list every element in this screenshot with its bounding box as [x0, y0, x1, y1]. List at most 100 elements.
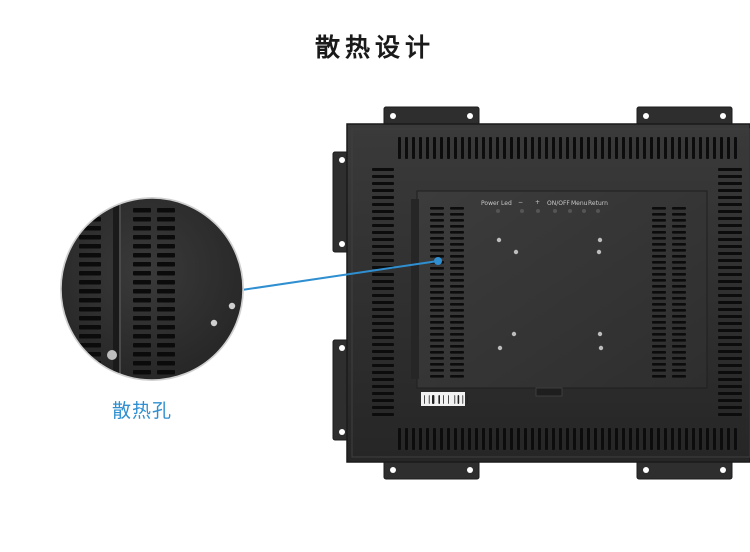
vent-slot [430, 321, 444, 324]
vent-slot [678, 428, 681, 450]
vent-slot [503, 137, 506, 159]
vent-slot [372, 252, 394, 255]
panel-buttons [496, 209, 600, 213]
vent-slot [440, 428, 443, 450]
vent-slot [133, 208, 151, 213]
vent-slot [450, 315, 464, 318]
vent-slot [718, 196, 742, 199]
vent-slot [580, 137, 583, 159]
vent-slot [594, 137, 597, 159]
vent-slot [448, 395, 449, 404]
vent-slot [372, 322, 394, 325]
vent-slot [438, 395, 440, 404]
vent-slot [372, 294, 394, 297]
vent-slot [133, 298, 151, 303]
connector-port [535, 387, 563, 397]
vent-slot [372, 301, 394, 304]
vent-slot [672, 303, 686, 306]
vent-slot [636, 137, 639, 159]
vent-slot [652, 225, 666, 228]
vent-slot [372, 413, 394, 416]
vent-slot [430, 357, 444, 360]
vent-slot [718, 168, 742, 171]
vent-slot [412, 428, 415, 450]
label-menu: Menu [571, 200, 588, 207]
vent-slot [430, 237, 444, 240]
vent-slots-right [718, 168, 742, 416]
vent-slot [510, 428, 513, 450]
vent-slot [657, 137, 660, 159]
vent-slot [447, 428, 450, 450]
vent-slot [552, 428, 555, 450]
vent-slot [450, 351, 464, 354]
vent-slot [672, 345, 686, 348]
vent-slot [671, 428, 674, 450]
vent-slot [517, 428, 520, 450]
vent-slot [450, 219, 464, 222]
vent-slot [629, 137, 632, 159]
callout-dot [434, 257, 442, 265]
vent-slot [79, 253, 101, 258]
vent-slot [157, 271, 175, 276]
vent-slot [559, 137, 562, 159]
vent-slot [79, 271, 101, 276]
vent-slot [424, 395, 425, 404]
vent-slot [450, 327, 464, 330]
vent-slot [672, 363, 686, 366]
vent-slot [372, 385, 394, 388]
vent-slot [450, 213, 464, 216]
vent-slot [672, 207, 686, 210]
vent-slot [372, 392, 394, 395]
vent-slot [157, 289, 175, 294]
vent-slot [372, 217, 394, 220]
vent-slot [467, 395, 468, 404]
vent-slot [450, 279, 464, 282]
vent-slot [433, 428, 436, 450]
vent-slot [718, 294, 742, 297]
vent-slot [372, 357, 394, 360]
vent-slot [652, 363, 666, 366]
vent-slot [372, 224, 394, 227]
vent-slot [430, 213, 444, 216]
vent-slot [79, 289, 101, 294]
vent-slot [718, 280, 742, 283]
label-return: Return [588, 200, 608, 207]
vent-slot [450, 357, 464, 360]
vent-slot [419, 137, 422, 159]
vent-slot [672, 339, 686, 342]
vent-slot [450, 297, 464, 300]
vent-slot [450, 303, 464, 306]
vent-slot [672, 267, 686, 270]
vent-slot [430, 279, 444, 282]
vent-slot [517, 137, 520, 159]
vent-slot [718, 189, 742, 192]
vent-slot [650, 428, 653, 450]
vent-slot [454, 395, 456, 404]
vent-slots-top [398, 137, 737, 159]
vent-slot [157, 343, 175, 348]
vent-slot [372, 343, 394, 346]
vent-slot [718, 364, 742, 367]
vent-slot [372, 364, 394, 367]
vent-slot [552, 137, 555, 159]
vent-slot [496, 137, 499, 159]
vent-slot [718, 329, 742, 332]
vent-slot [462, 395, 464, 404]
vent-slot [692, 428, 695, 450]
vent-slot [372, 238, 394, 241]
vent-slot [372, 308, 394, 311]
vent-slot [133, 307, 151, 312]
vent-slot [566, 137, 569, 159]
vent-slot [718, 308, 742, 311]
vent-slot [545, 137, 548, 159]
vent-slot [672, 255, 686, 258]
vent-slot [622, 428, 625, 450]
vent-slot [430, 285, 444, 288]
vent-slot [615, 137, 618, 159]
vent-slot [652, 303, 666, 306]
vent-slot [718, 273, 742, 276]
vent-slot [672, 327, 686, 330]
vent-slot [594, 428, 597, 450]
vent-slot [652, 375, 666, 378]
vent-slot [419, 428, 422, 450]
